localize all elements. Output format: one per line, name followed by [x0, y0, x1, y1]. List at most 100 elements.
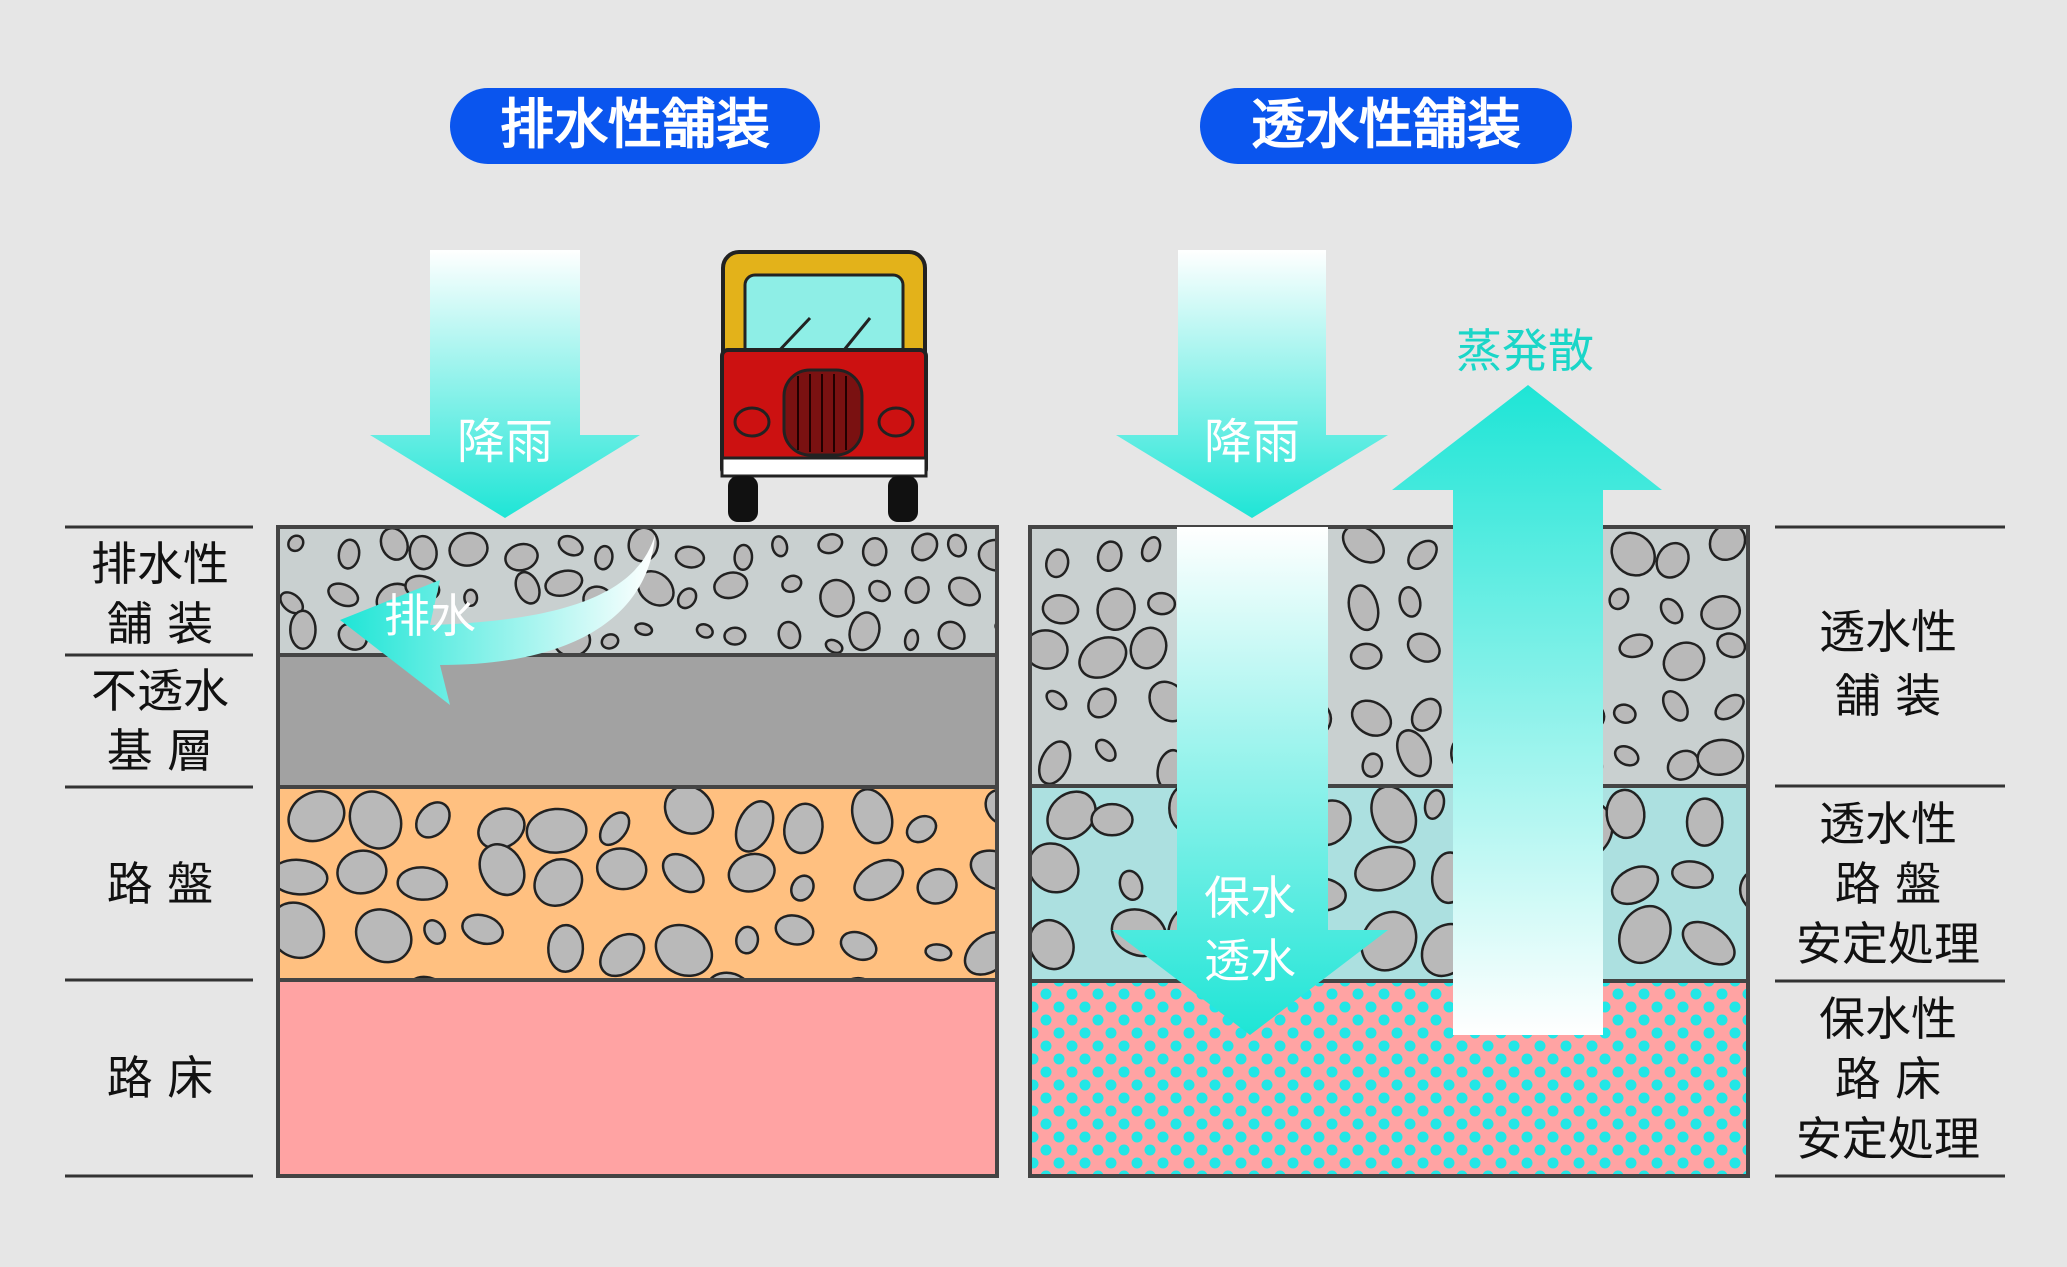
aggregate-stone	[674, 545, 706, 569]
aggregate-stone	[783, 802, 824, 855]
aggregate-stone	[904, 576, 930, 605]
aggregate-stone	[594, 544, 614, 571]
label-roadbed: 路 盤	[107, 857, 214, 911]
aggregate-stone	[1613, 745, 1640, 767]
svg-text:降雨: 降雨	[457, 414, 553, 470]
aggregate-stone	[1716, 632, 1747, 659]
aggregate-stone	[1612, 703, 1637, 725]
aggregate-stone	[1096, 540, 1123, 573]
aggregate-stone	[525, 807, 588, 854]
aggregate-stone	[289, 609, 317, 651]
aggregate-stone	[984, 789, 997, 826]
aggregate-stone	[1349, 642, 1383, 670]
aggregate-stone	[1410, 697, 1442, 732]
aggregate-stone	[1037, 740, 1072, 786]
aggregate-stone	[946, 533, 968, 558]
svg-text:蒸発散: 蒸発散	[1456, 324, 1594, 378]
aggregate-stone	[727, 852, 776, 893]
aggregate-stone	[1605, 788, 1646, 840]
aggregate-stone	[868, 579, 892, 603]
label-permeable-roadbed-3: 安定処理	[1796, 917, 1980, 971]
aggregate-stone	[911, 532, 939, 562]
aggregate-stone	[1618, 904, 1672, 965]
aggregate-stone	[924, 943, 953, 962]
aggregate-stone	[1041, 594, 1080, 625]
aggregate-stone	[1096, 587, 1136, 631]
aggregate-stone	[663, 787, 715, 835]
aggregate-stone	[1618, 633, 1654, 659]
aggregate-stone	[1751, 943, 1778, 976]
aggregate-stone	[848, 611, 881, 652]
aggregate-stone	[1090, 802, 1134, 837]
aggregate-stone	[600, 633, 620, 650]
aggregate-stone	[634, 622, 654, 637]
aggregate-stone	[414, 801, 451, 839]
aggregate-stone	[1140, 536, 1162, 563]
aggregate-stone	[774, 914, 815, 946]
aggregate-stone	[937, 620, 966, 650]
aggregate-stone	[477, 807, 526, 851]
aggregate-stone	[354, 908, 413, 964]
right-label-rules	[1775, 525, 2005, 1178]
aggregate-stone	[1747, 786, 1748, 825]
aggregate-stone	[676, 587, 698, 610]
aggregate-stone	[819, 578, 855, 618]
roadbed-stones	[278, 787, 997, 980]
svg-text:透水: 透水	[1204, 934, 1296, 988]
aggregate-stone	[598, 811, 631, 847]
aggregate-stone	[963, 930, 997, 976]
aggregate-stone	[695, 623, 714, 639]
label-retaining-subgrade-1: 保水性	[1819, 992, 1957, 1046]
aggregate-stone	[1423, 789, 1446, 820]
right-cross-section	[1028, 525, 1778, 1178]
svg-text:保水: 保水	[1204, 871, 1296, 925]
aggregate-stone	[595, 847, 648, 891]
aggregate-stone	[1655, 541, 1690, 579]
svg-text:透水性舗装: 透水性舗装	[1251, 93, 1521, 156]
aggregate-stone	[1361, 752, 1384, 778]
rain-arrow-left: 降雨	[370, 250, 640, 518]
aggregate-stone	[514, 570, 541, 605]
aggregate-stone	[850, 788, 894, 845]
aggregate-stone	[824, 638, 844, 655]
aggregate-stone	[1738, 865, 1748, 919]
aggregate-stone	[734, 800, 775, 853]
svg-text:降雨: 降雨	[1204, 414, 1300, 470]
aggregate-stone	[1030, 629, 1069, 670]
aggregate-stone	[999, 581, 1029, 609]
aggregate-stone	[396, 866, 449, 901]
aggregate-stone	[654, 923, 714, 978]
impermeable-base-layer	[278, 655, 997, 787]
label-permeable-pavement-1: 透水性	[1819, 605, 1957, 659]
aggregate-stone	[1661, 689, 1689, 722]
aggregate-stone	[1147, 591, 1177, 616]
aggregate-stone	[1407, 539, 1438, 570]
subgrade-layer	[278, 980, 997, 1176]
aggregate-stone	[1659, 597, 1684, 625]
drainage-pavement-title: 排水性舗装	[450, 88, 820, 164]
aggregate-stone	[423, 919, 447, 945]
aggregate-stone	[1696, 738, 1745, 776]
label-permeable-pavement-2: 舗 装	[1835, 669, 1942, 723]
retention-arrow: 保水 透水	[1112, 527, 1388, 1035]
left-cross-section	[276, 525, 1029, 1178]
rain-arrow-right: 降雨	[1116, 250, 1388, 518]
aggregate-stone	[278, 858, 329, 896]
aggregate-stone	[1341, 527, 1385, 564]
aggregate-stone	[790, 874, 815, 902]
aggregate-stone	[1030, 842, 1080, 894]
label-subgrade: 路 床	[107, 1051, 214, 1105]
aggregate-stone	[1700, 595, 1742, 631]
aggregate-stone	[287, 790, 346, 843]
label-permeable-roadbed-1: 透水性	[1819, 797, 1957, 851]
aggregate-stone	[348, 790, 403, 850]
aggregate-stone	[1662, 641, 1706, 682]
aggregate-stone	[771, 535, 789, 558]
aggregate-stone	[839, 930, 878, 962]
aggregate-stone	[544, 569, 584, 597]
aggregate-stone	[337, 538, 361, 570]
aggregate-stone	[1398, 586, 1422, 618]
aggregate-stone	[861, 536, 888, 567]
aggregate-stone	[1395, 729, 1433, 778]
